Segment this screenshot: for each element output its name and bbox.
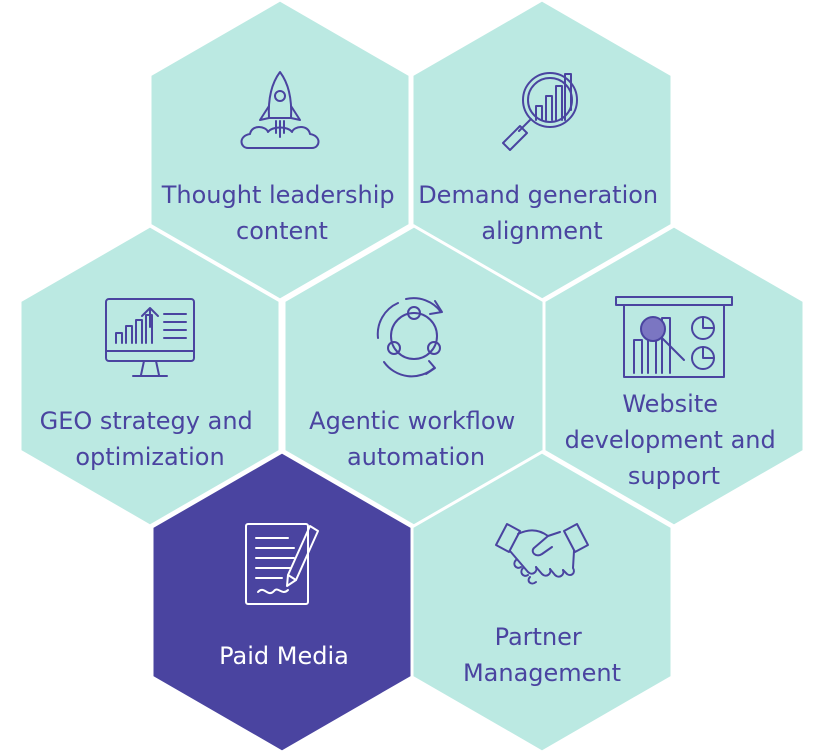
hexagon-shape bbox=[150, 450, 414, 752]
hex-tile-thought-leadership: Thought leadership content bbox=[148, 0, 412, 302]
magnifier-chart-icon bbox=[502, 72, 578, 151]
hex-tile-geo-strategy: GEO strategy and optimization bbox=[18, 224, 282, 528]
tile-label: GEO strategy and optimization bbox=[40, 407, 261, 471]
hex-tile-paid-media: Paid Media bbox=[150, 450, 414, 752]
tile-label: Website development and support bbox=[565, 390, 784, 490]
magnifier-lens bbox=[641, 317, 665, 341]
handshake-icon bbox=[495, 523, 589, 585]
tile-label: Partner Management bbox=[463, 623, 621, 687]
document-pen-icon bbox=[245, 523, 319, 605]
tile-label: Demand generation alignment bbox=[418, 181, 666, 245]
tile-label: Agentic workflow automation bbox=[309, 407, 523, 471]
cycle-nodes-icon bbox=[376, 297, 443, 378]
hex-tile-demand-generation: Demand generation alignment bbox=[410, 0, 674, 302]
tile-label: Paid Media bbox=[219, 642, 349, 670]
rocket-icon bbox=[240, 71, 320, 149]
presentation-board-icon bbox=[615, 296, 733, 378]
hex-tile-website-development: Website development and support bbox=[542, 224, 806, 528]
tile-label: Thought leadership content bbox=[161, 181, 403, 245]
monitor-analytics-icon bbox=[105, 298, 195, 377]
